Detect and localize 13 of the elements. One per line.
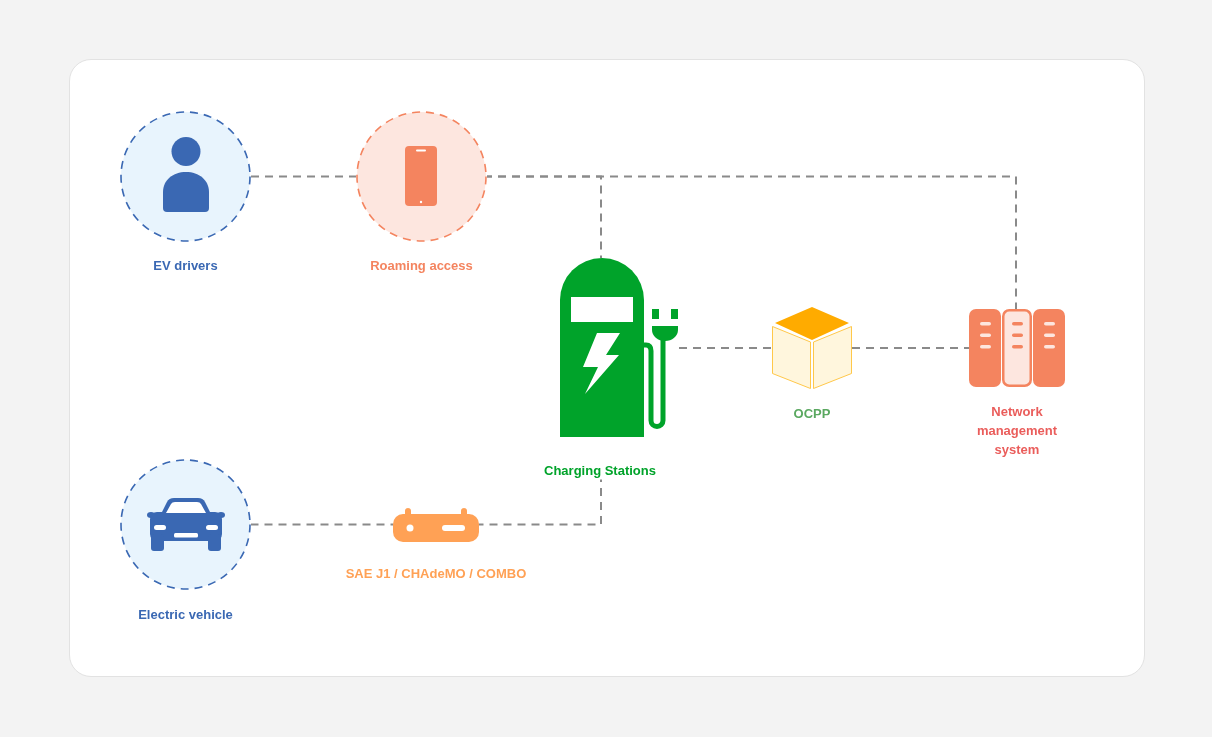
node-label: EV drivers <box>152 256 219 275</box>
connector-line <box>678 347 773 349</box>
node-label: Network management system <box>975 402 1059 459</box>
node-label: Electric vehicle <box>137 605 234 624</box>
connector-line <box>486 175 1017 310</box>
connector-line <box>851 347 970 349</box>
connector-line <box>250 175 357 178</box>
node-label: Charging Stations <box>543 461 657 480</box>
node-label: OCPP <box>792 404 832 423</box>
node-label: Roaming access <box>369 256 474 275</box>
node-label: SAE J1 / CHAdeMO / COMBO <box>344 564 528 583</box>
connector-line <box>250 523 394 526</box>
connector-line <box>478 478 602 526</box>
